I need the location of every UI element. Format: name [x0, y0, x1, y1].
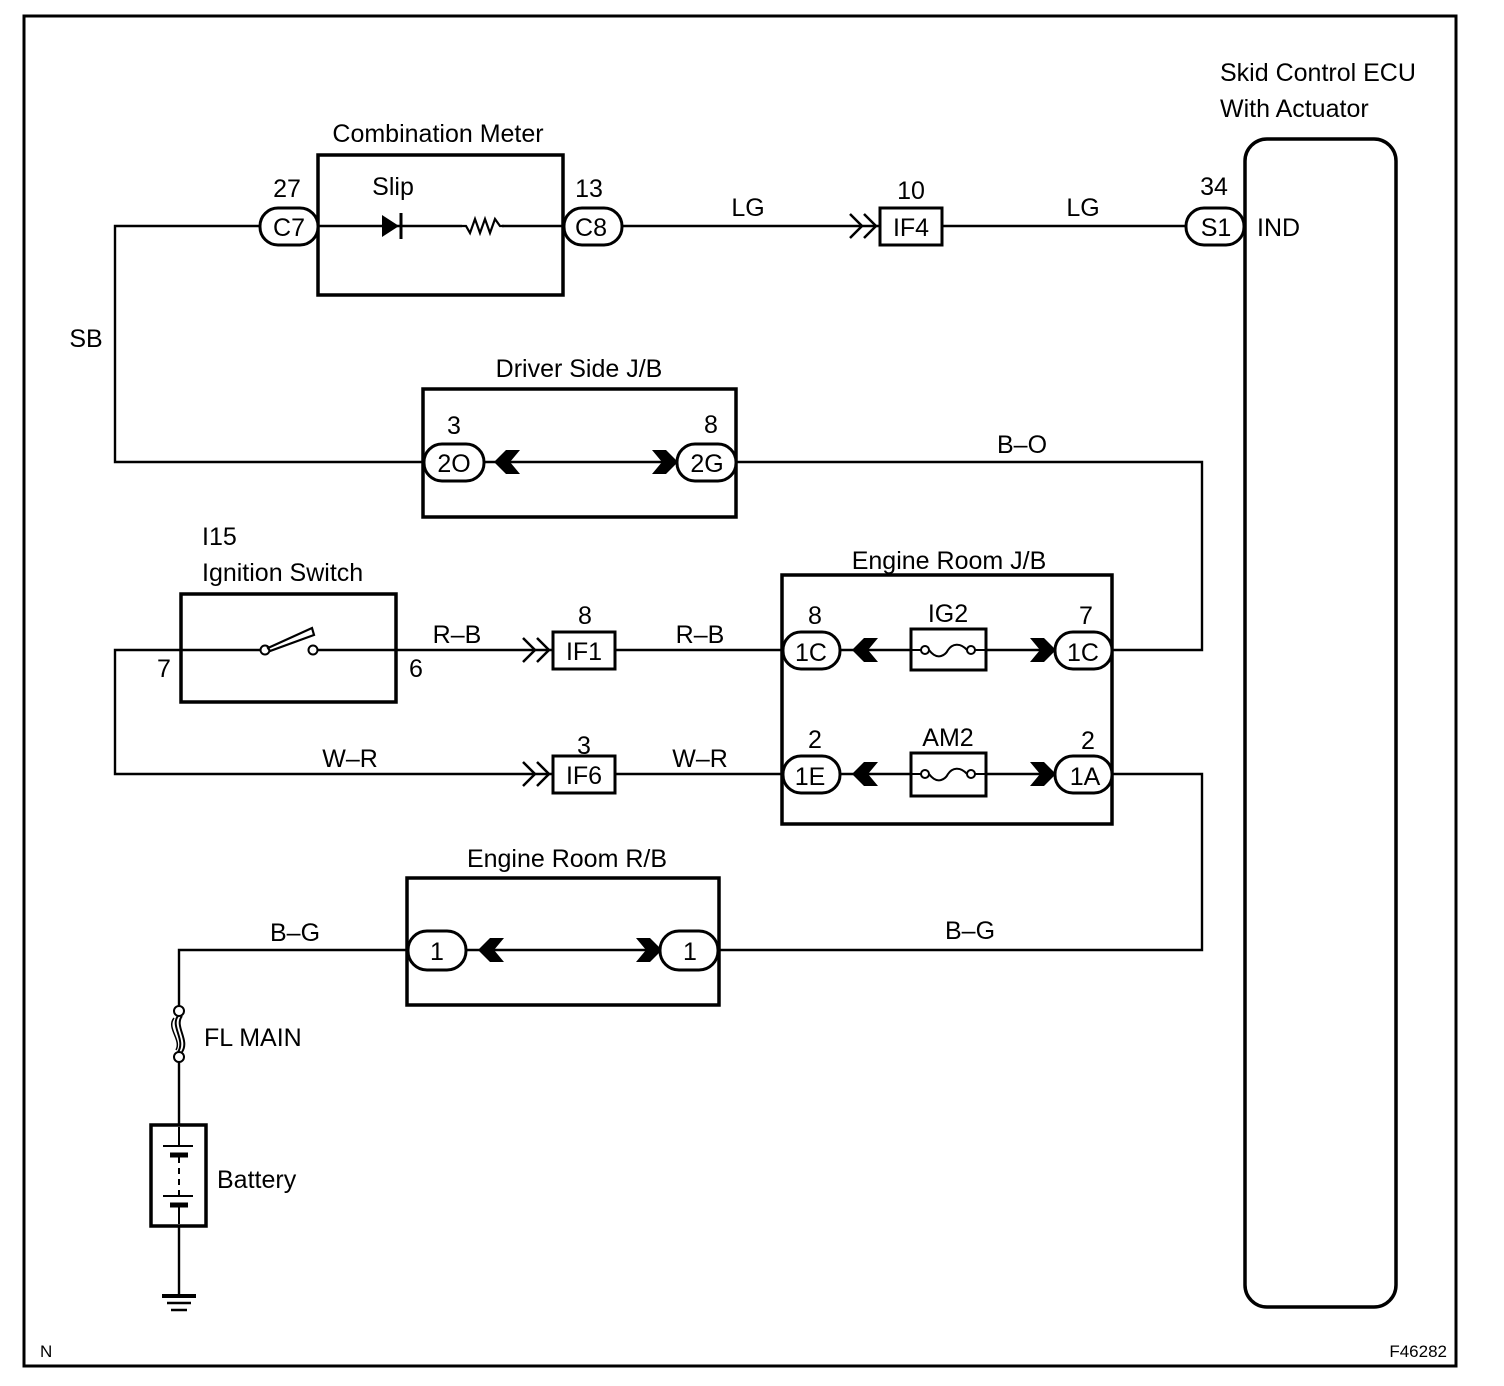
wire-b-g-1	[177, 948, 410, 1006]
ignition-switch-title: Ignition Switch	[202, 559, 363, 587]
connector-s1-code: S1	[1201, 214, 1232, 242]
ignition-switch: I15 Ignition Switch 7 6	[157, 523, 423, 704]
connector-1c-left[interactable]: 8 1C	[781, 602, 842, 671]
engine-room-rb: Engine Room R/B	[405, 845, 721, 1007]
connector-c7[interactable]: 27 C7	[258, 175, 320, 247]
fl-main-label: FL MAIN	[204, 1024, 302, 1052]
connector-s1[interactable]: 34 S1	[1184, 173, 1246, 247]
connector-1c-left-code: 1C	[795, 639, 827, 667]
connector-rb-right-code: 1	[683, 938, 697, 966]
wire-sb	[113, 224, 424, 464]
diagram-frame	[22, 14, 1458, 1368]
fusible-link-icon	[171, 1005, 186, 1063]
combination-meter: Combination Meter Slip	[316, 120, 565, 297]
connector-2o-pin: 3	[447, 412, 461, 440]
figure-id: F46282	[1389, 1342, 1447, 1361]
connector-1e-code: 1E	[795, 763, 826, 791]
connector-1c-right[interactable]: 7 1C	[1053, 602, 1114, 671]
driver-side-jb-box	[421, 387, 738, 519]
connector-2o[interactable]: 3 2O	[422, 412, 486, 483]
connector-rb-left[interactable]: 1	[406, 929, 468, 972]
connector-c8-pin: 13	[575, 175, 603, 203]
connector-2g[interactable]: 8 2G	[675, 411, 738, 483]
wire-label-lg-2: LG	[1066, 194, 1099, 222]
skid-ecu-box	[1243, 137, 1398, 1309]
resistor-icon	[462, 215, 504, 237]
ignition-switch-box	[179, 592, 398, 704]
fuse-am2-icon	[909, 751, 988, 798]
diode-icon	[382, 213, 403, 239]
connector-if4[interactable]: 10 IF4	[848, 177, 944, 247]
ignition-switch-code: I15	[202, 523, 237, 551]
fuse-ig2-icon	[909, 627, 988, 672]
connector-1c-left-pin: 8	[808, 602, 822, 630]
connector-if4-code: IF4	[893, 214, 929, 242]
ground-icon	[162, 1294, 196, 1312]
engine-room-jb-box	[780, 573, 1114, 826]
skid-ecu-title-line2: With Actuator	[1220, 95, 1369, 123]
fuse-ig2-label: IG2	[928, 600, 968, 628]
driver-side-jb: Driver Side J/B	[421, 355, 738, 519]
connector-1c-right-code: 1C	[1067, 639, 1099, 667]
connector-if6-code: IF6	[566, 762, 602, 790]
corner-mark: N	[40, 1342, 52, 1361]
wire-label-sb: SB	[69, 325, 102, 353]
ignition-switch-pin-7: 7	[157, 655, 171, 683]
engine-room-rb-box	[405, 876, 721, 1007]
skid-control-ecu: Skid Control ECU With Actuator IND	[1220, 59, 1416, 1309]
driver-side-jb-title: Driver Side J/B	[496, 355, 663, 383]
slip-label: Slip	[372, 173, 414, 201]
connector-rb-left-code: 1	[430, 938, 444, 966]
connector-1a-pin: 2	[1081, 727, 1095, 755]
connector-rb-right[interactable]: 1	[658, 929, 720, 972]
connector-1a-code: 1A	[1070, 763, 1101, 791]
connector-s1-pin: 34	[1200, 173, 1228, 201]
wires	[113, 224, 1204, 1296]
connector-2g-pin: 8	[704, 411, 718, 439]
skid-ecu-title-line1: Skid Control ECU	[1220, 59, 1416, 87]
wire-b-o	[737, 460, 1204, 652]
wire-b-g-2	[718, 772, 1204, 952]
connector-2o-code: 2O	[437, 450, 470, 478]
connector-if1-code: IF1	[566, 638, 602, 666]
skid-ecu-terminal-ind: IND	[1257, 214, 1300, 242]
engine-room-rb-title: Engine Room R/B	[467, 845, 667, 873]
wire-label-b-o: B–O	[997, 431, 1047, 459]
connector-c7-code: C7	[273, 214, 305, 242]
wire-label-r-b-1: R–B	[433, 621, 482, 649]
battery-label: Battery	[217, 1166, 297, 1194]
connector-if1[interactable]: 8 IF1	[521, 602, 617, 671]
engine-room-jb: Engine Room J/B IG2 AM2	[780, 547, 1114, 826]
connector-c8-code: C8	[575, 214, 607, 242]
connector-1e[interactable]: 2 1E	[781, 726, 842, 795]
fuse-am2-label: AM2	[922, 724, 973, 752]
battery-icon	[149, 1123, 208, 1228]
connector-c8[interactable]: 13 C8	[562, 175, 624, 247]
wire-label-lg-1: LG	[731, 194, 764, 222]
ignition-switch-pin-6: 6	[409, 655, 423, 683]
connector-1e-pin: 2	[808, 726, 822, 754]
connector-if1-pin: 8	[578, 602, 592, 630]
wire-label-r-b-2: R–B	[676, 621, 725, 649]
wire-label-b-g-2: B–G	[945, 917, 995, 945]
connector-c7-pin: 27	[273, 175, 301, 203]
connector-1c-right-pin: 7	[1079, 602, 1093, 630]
engine-room-jb-title: Engine Room J/B	[852, 547, 1047, 575]
wire-label-w-r-2: W–R	[672, 745, 728, 773]
connector-if6-pin: 3	[577, 732, 591, 760]
connector-1a[interactable]: 2 1A	[1053, 727, 1114, 795]
switch-contact-icon	[259, 626, 319, 656]
combination-meter-title: Combination Meter	[332, 120, 543, 148]
connector-2g-code: 2G	[690, 450, 723, 478]
wire-label-b-g-1: B–G	[270, 919, 320, 947]
connector-if6[interactable]: 3 IF6	[521, 732, 617, 795]
wire-label-w-r-1: W–R	[322, 745, 378, 773]
wire-w-r-1	[113, 648, 553, 776]
connector-if4-pin: 10	[897, 177, 925, 205]
